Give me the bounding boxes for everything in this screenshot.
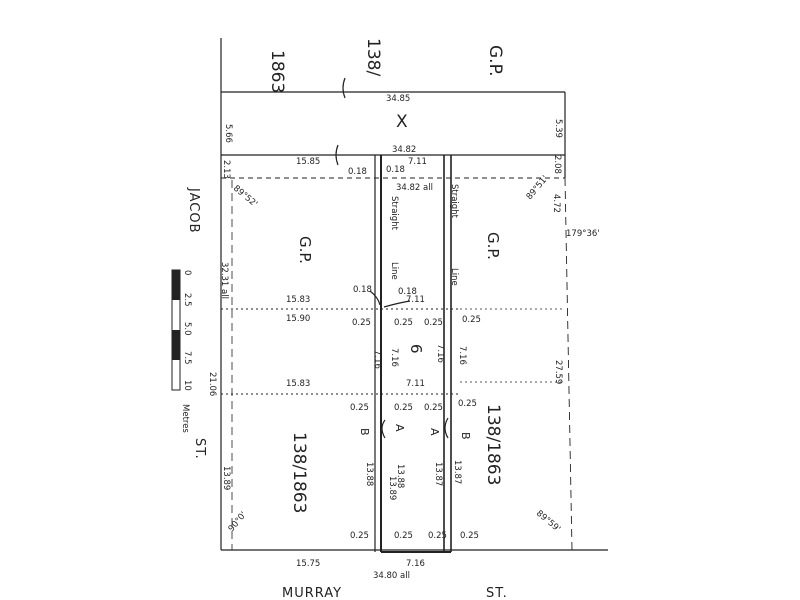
row2-left: 15.83: [286, 379, 310, 389]
scale-bar-segment-1: [172, 270, 180, 300]
bottom-left-seg: 15.75: [296, 559, 320, 569]
lower-dim-1: 13.88: [364, 462, 374, 486]
lot-number: 6: [407, 344, 425, 354]
boundary-lines: [220, 38, 608, 553]
left-side-lower: 21.06: [207, 372, 217, 396]
angle-right-side: 179°36': [566, 229, 600, 239]
scale-tick-0: 0: [182, 270, 192, 275]
left-side-total: 32.31 all: [219, 262, 229, 299]
lot-right-ref: 138/1863: [483, 404, 503, 485]
straight-right: Straight: [449, 184, 459, 219]
dim-corner-left: 0.18: [348, 167, 367, 177]
angle-top-left: 89°52': [231, 184, 259, 210]
dim-top-right-segment: 7.11: [408, 157, 427, 167]
row1-left-below: 15.90: [286, 314, 310, 324]
scale-tick-4: 10: [182, 380, 192, 391]
row1-left: 15.83: [286, 295, 310, 305]
label-a2: A: [428, 428, 441, 436]
right-side: 27.59: [553, 360, 563, 384]
bottom-p2: 0.25: [394, 531, 413, 541]
scale-unit: Metres: [180, 404, 190, 433]
scale-bar-segment-2: [172, 330, 180, 360]
dim-all-34-82: 34.82 all: [396, 183, 433, 193]
leader-a: [381, 419, 386, 439]
row2-p3: 0.25: [424, 403, 443, 413]
dim-left-x: 5.66: [223, 124, 233, 143]
lot6-dim-4: 7.16: [457, 346, 467, 365]
row2-p1: 0.25: [350, 403, 369, 413]
row1-p1: 0.25: [352, 318, 371, 328]
gp-right: G.P.: [484, 232, 502, 260]
bottom-p3: 0.25: [428, 531, 447, 541]
leader-c2: [383, 300, 411, 308]
straight-left: Straight: [389, 196, 399, 231]
lot-left-ref: 138/1863: [289, 432, 309, 513]
dim-top-width: 34.85: [386, 94, 410, 104]
east-dashed: [564, 177, 573, 551]
angle-bottom-right: 89°59': [534, 509, 562, 535]
line-left: Line: [389, 262, 399, 280]
line-right: Line: [449, 268, 459, 286]
dim-corner-right: 0.18: [386, 165, 405, 175]
easement-x: X: [396, 112, 408, 132]
street-left-suffix: ST.: [192, 438, 207, 460]
row2-p4: 0.25: [458, 399, 477, 409]
arrow-top-mid: [335, 144, 339, 166]
label-a1: A: [393, 424, 406, 432]
arrow-top-left: [342, 77, 346, 99]
row2-mid: 7.11: [406, 379, 425, 389]
lot6-dim-2: 7.16: [372, 350, 382, 369]
left-side-bottom: 13.89: [221, 466, 231, 490]
bottom-p4: 0.25: [460, 531, 479, 541]
lot6-dim-1: 7.16: [389, 348, 399, 367]
dim-right-x: 5.39: [553, 119, 563, 138]
bottom-p1: 0.25: [350, 531, 369, 541]
row2-p2: 0.25: [394, 403, 413, 413]
street-bottom: MURRAY: [282, 586, 342, 600]
dim-second-width: 34.82: [392, 145, 416, 155]
gp-left: G.P.: [296, 236, 314, 264]
row1-c1: 0.18: [353, 285, 372, 295]
gp-top: G.P.: [485, 45, 505, 77]
bottom-mid-seg: 7.16: [406, 559, 425, 569]
lower-dim-3: 13.89: [387, 476, 397, 500]
scale-tick-3: 7.5: [182, 351, 192, 365]
leader-c1: [369, 290, 381, 306]
lower-dim-2: 13.88: [395, 464, 405, 488]
row1-mid: 7.11: [406, 295, 425, 305]
street-bottom-suffix: ST.: [486, 586, 508, 600]
row1-p3: 0.25: [424, 318, 443, 328]
dim-right-offset: 2.08: [552, 155, 562, 174]
scale-bar: 0 2.5 5.0 7.5 10 Metres: [171, 269, 192, 433]
bottom-total: 34.80 all: [373, 571, 410, 581]
leader-b: [444, 417, 449, 439]
dim-top-left-segment: 15.85: [296, 157, 320, 167]
lot6-dim-3: 7.16: [435, 344, 445, 363]
label-b2: B: [459, 432, 472, 440]
row1-p4: 0.25: [462, 315, 481, 325]
street-left: JACOB: [186, 187, 201, 234]
lower-dim-5: 13.87: [452, 460, 462, 484]
scale-tick-2: 5.0: [182, 322, 192, 336]
scale-tick-1: 2.5: [182, 293, 192, 307]
ref-1863-top: 1863: [267, 50, 287, 93]
ref-138-top: 138/: [363, 38, 383, 76]
row1-p2: 0.25: [394, 318, 413, 328]
row1-c2: 0.18: [398, 287, 417, 297]
dim-left-offset: 2.13: [221, 160, 231, 179]
dim-right-small: 4.72: [551, 194, 561, 213]
angle-bottom-left: 90°0': [227, 510, 249, 534]
lower-dim-4: 13.87: [433, 462, 443, 486]
label-b1: B: [358, 428, 371, 436]
